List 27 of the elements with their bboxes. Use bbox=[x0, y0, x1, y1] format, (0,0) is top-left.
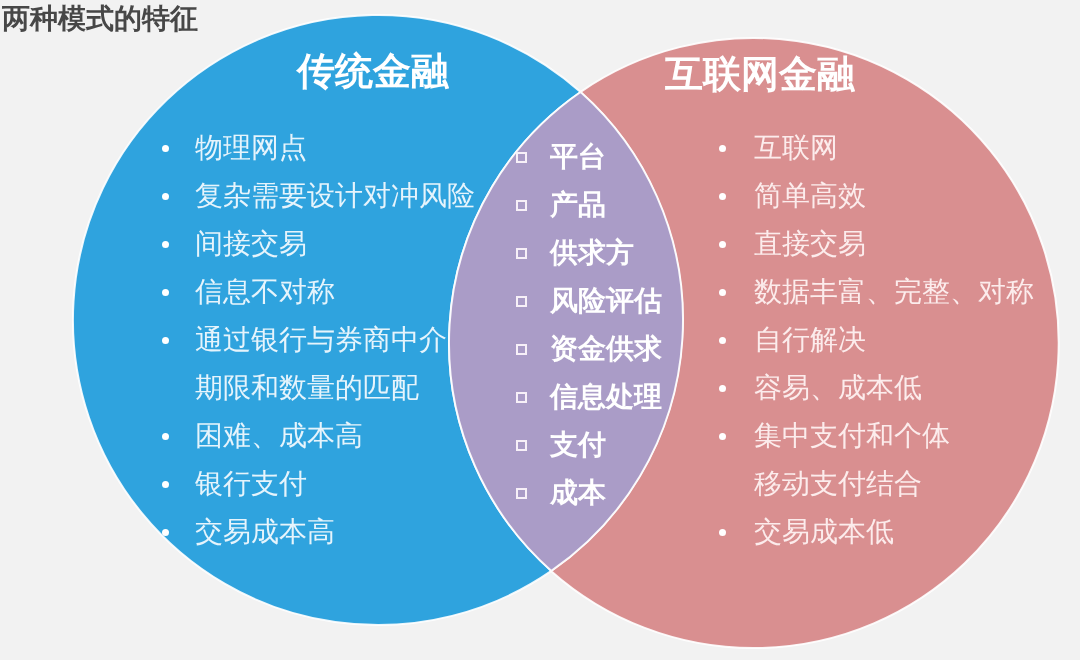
list-item-text: 容易、成本低 bbox=[754, 370, 923, 406]
list-item-text: 通过银行与券商中介期限和数量的匹配 bbox=[194, 322, 448, 406]
list-item-text: 风险评估 bbox=[550, 283, 662, 320]
list-item-text: 互联网 bbox=[754, 130, 839, 166]
list-item-text: 供求方 bbox=[550, 235, 634, 272]
list-item-text: 平台 bbox=[550, 139, 606, 176]
list-item-text: 简单高效 bbox=[754, 178, 867, 214]
list-item-text: 物理网点 bbox=[194, 130, 307, 166]
list-item-text: 信息不对称 bbox=[194, 274, 335, 310]
list-item-text: 交易成本低 bbox=[754, 514, 895, 550]
list-item-text: 产品 bbox=[550, 187, 606, 224]
list-item-text: 困难、成本高 bbox=[194, 418, 363, 454]
list-item-text: 成本 bbox=[550, 475, 606, 512]
list-item-text: 信息处理 bbox=[550, 379, 662, 416]
list-item-text: 自行解决 bbox=[754, 322, 867, 358]
list-item-text: 间接交易 bbox=[194, 226, 307, 262]
list-item-text: 集中支付和个体移动支付结合 bbox=[754, 418, 952, 502]
circle-heading: 互联网金融 bbox=[665, 52, 855, 98]
list-item-text: 交易成本高 bbox=[194, 514, 335, 550]
list-item-text: 支付 bbox=[550, 427, 606, 464]
list-item-text: 复杂需要设计对冲风险 bbox=[194, 178, 475, 214]
list-item-text: 直接交易 bbox=[754, 226, 867, 262]
diagram-title: 两种模式的特征 bbox=[2, 3, 198, 36]
circle-heading: 传统金融 bbox=[297, 49, 449, 95]
list-item-text: 银行支付 bbox=[194, 466, 307, 502]
list-item-text: 数据丰富、完整、对称 bbox=[754, 274, 1035, 310]
list-item-text: 资金供求 bbox=[550, 331, 662, 368]
